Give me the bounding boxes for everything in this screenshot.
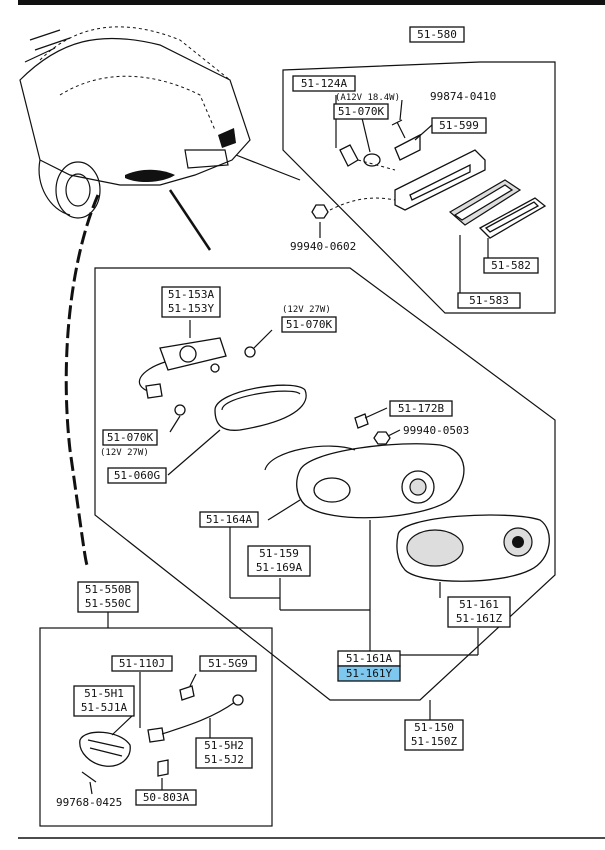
lamp-housing-icon [394,149,486,211]
callout-51-150[interactable]: 51-150 51-150Z [404,719,464,751]
top-rule [18,0,605,5]
callout-51-060G[interactable]: 51-060G [107,467,167,484]
callout-50-803A[interactable]: 50-803A [135,789,197,806]
callout-51-599[interactable]: 51-599 [431,117,487,134]
gasket-icon [214,384,307,431]
callout-99874-0410[interactable]: 99874-0410 [430,90,496,103]
bracket-icon [394,133,421,161]
svg-text:51-161Y: 51-161Y [346,667,393,680]
svg-text:51-583: 51-583 [469,294,509,307]
svg-text:51-582: 51-582 [491,259,531,272]
callout-51-5G9[interactable]: 51-5G9 [199,655,257,672]
side-marker-lamp-icon [79,731,131,767]
callout-99940-0602[interactable]: 99940-0602 [290,240,356,253]
lamp-housing-icon [264,443,465,519]
callout-51-070K-left[interactable]: 51-070K [102,429,158,446]
svg-text:51-172B: 51-172B [398,402,445,415]
lens-gasket-icon [478,197,547,239]
bulb-spec-note: (A12V 18.4W) [335,93,400,103]
svg-text:51-599: 51-599 [439,119,479,132]
bulb-spec-note: (12V 27W) [282,305,331,315]
svg-text:51-150Z: 51-150Z [411,735,458,748]
svg-text:51-150: 51-150 [414,721,454,734]
callout-51-550B[interactable]: 51-550B 51-550C [77,581,139,613]
svg-text:51-5H1: 51-5H1 [84,687,124,700]
callout-51-5H1[interactable]: 51-5H1 51-5J1A [73,685,135,717]
svg-text:51-5J2: 51-5J2 [204,753,244,766]
lens-icon [448,179,522,226]
callout-51-583[interactable]: 51-583 [457,292,521,309]
callout-51-161Y[interactable]: 51-161Y [337,665,401,682]
bulb-icon [244,346,256,358]
callout-51-159[interactable]: 51-159 51-169A [247,545,311,577]
svg-text:51-070K: 51-070K [107,431,154,444]
lens-icon [396,514,550,582]
callout-51-124A[interactable]: 51-124A [292,75,356,92]
svg-text:51-5G9: 51-5G9 [208,657,248,670]
nut-icon [311,204,329,219]
screw-icon [81,771,97,783]
svg-text:50-803A: 50-803A [143,791,190,804]
socket-harness-icon [138,337,227,399]
callout-51-070K-right[interactable]: 51-070K [281,316,337,333]
callout-51-161A[interactable]: 51-161A [337,650,401,667]
screw-icon [179,685,195,701]
svg-text:51-550B: 51-550B [85,583,132,596]
callout-51-110J[interactable]: 51-110J [111,655,173,672]
svg-text:51-124A: 51-124A [301,77,348,90]
svg-text:51-159: 51-159 [259,547,299,560]
callout-51-580[interactable]: 51-580 [409,26,465,43]
callout-51-5H2[interactable]: 51-5H2 51-5J2 [195,737,253,769]
nut-icon [373,431,391,445]
side-marker-group [39,612,273,827]
screw-icon [391,119,406,139]
svg-text:51-580: 51-580 [417,28,457,41]
rear-combination-lamp-group [94,267,556,720]
harness-wire-icon [161,701,236,735]
car-illustration [19,26,301,566]
callout-51-172B[interactable]: 51-172B [389,400,453,417]
svg-text:51-070K: 51-070K [338,105,385,118]
bulb-spec-note: (12V 27W) [100,448,149,458]
bulb-icon [174,404,186,416]
clip-icon [354,413,369,429]
callout-51-161[interactable]: 51-161 51-161Z [447,596,511,628]
svg-text:51-070K: 51-070K [286,318,333,331]
svg-text:51-153A: 51-153A [168,288,215,301]
callout-51-153A[interactable]: 51-153A 51-153Y [161,286,221,318]
svg-text:51-161: 51-161 [459,598,499,611]
callout-99768-0425[interactable]: 99768-0425 [56,796,122,809]
license-lamp-group [282,61,556,314]
svg-text:51-060G: 51-060G [114,469,160,482]
svg-text:51-110J: 51-110J [119,657,165,670]
callout-99940-0503[interactable]: 99940-0503 [403,424,469,437]
svg-text:51-153Y: 51-153Y [168,302,215,315]
part-labels: 51-580 51-124A (A12V 18.4W) 51-070K 9987… [56,26,539,809]
socket-icon [147,727,165,743]
callout-51-070K-top[interactable]: 51-070K [333,103,389,120]
svg-text:51-169A: 51-169A [256,561,303,574]
callout-51-582[interactable]: 51-582 [483,257,539,274]
bulb-icon [339,144,381,167]
svg-text:51-161A: 51-161A [346,652,393,665]
svg-text:51-5J1A: 51-5J1A [81,701,128,714]
svg-text:51-164A: 51-164A [206,513,253,526]
clip-icon [157,759,169,777]
svg-text:51-5H2: 51-5H2 [204,739,244,752]
callout-51-164A[interactable]: 51-164A [199,511,259,528]
svg-text:51-550C: 51-550C [85,597,131,610]
svg-text:51-161Z: 51-161Z [456,612,503,625]
